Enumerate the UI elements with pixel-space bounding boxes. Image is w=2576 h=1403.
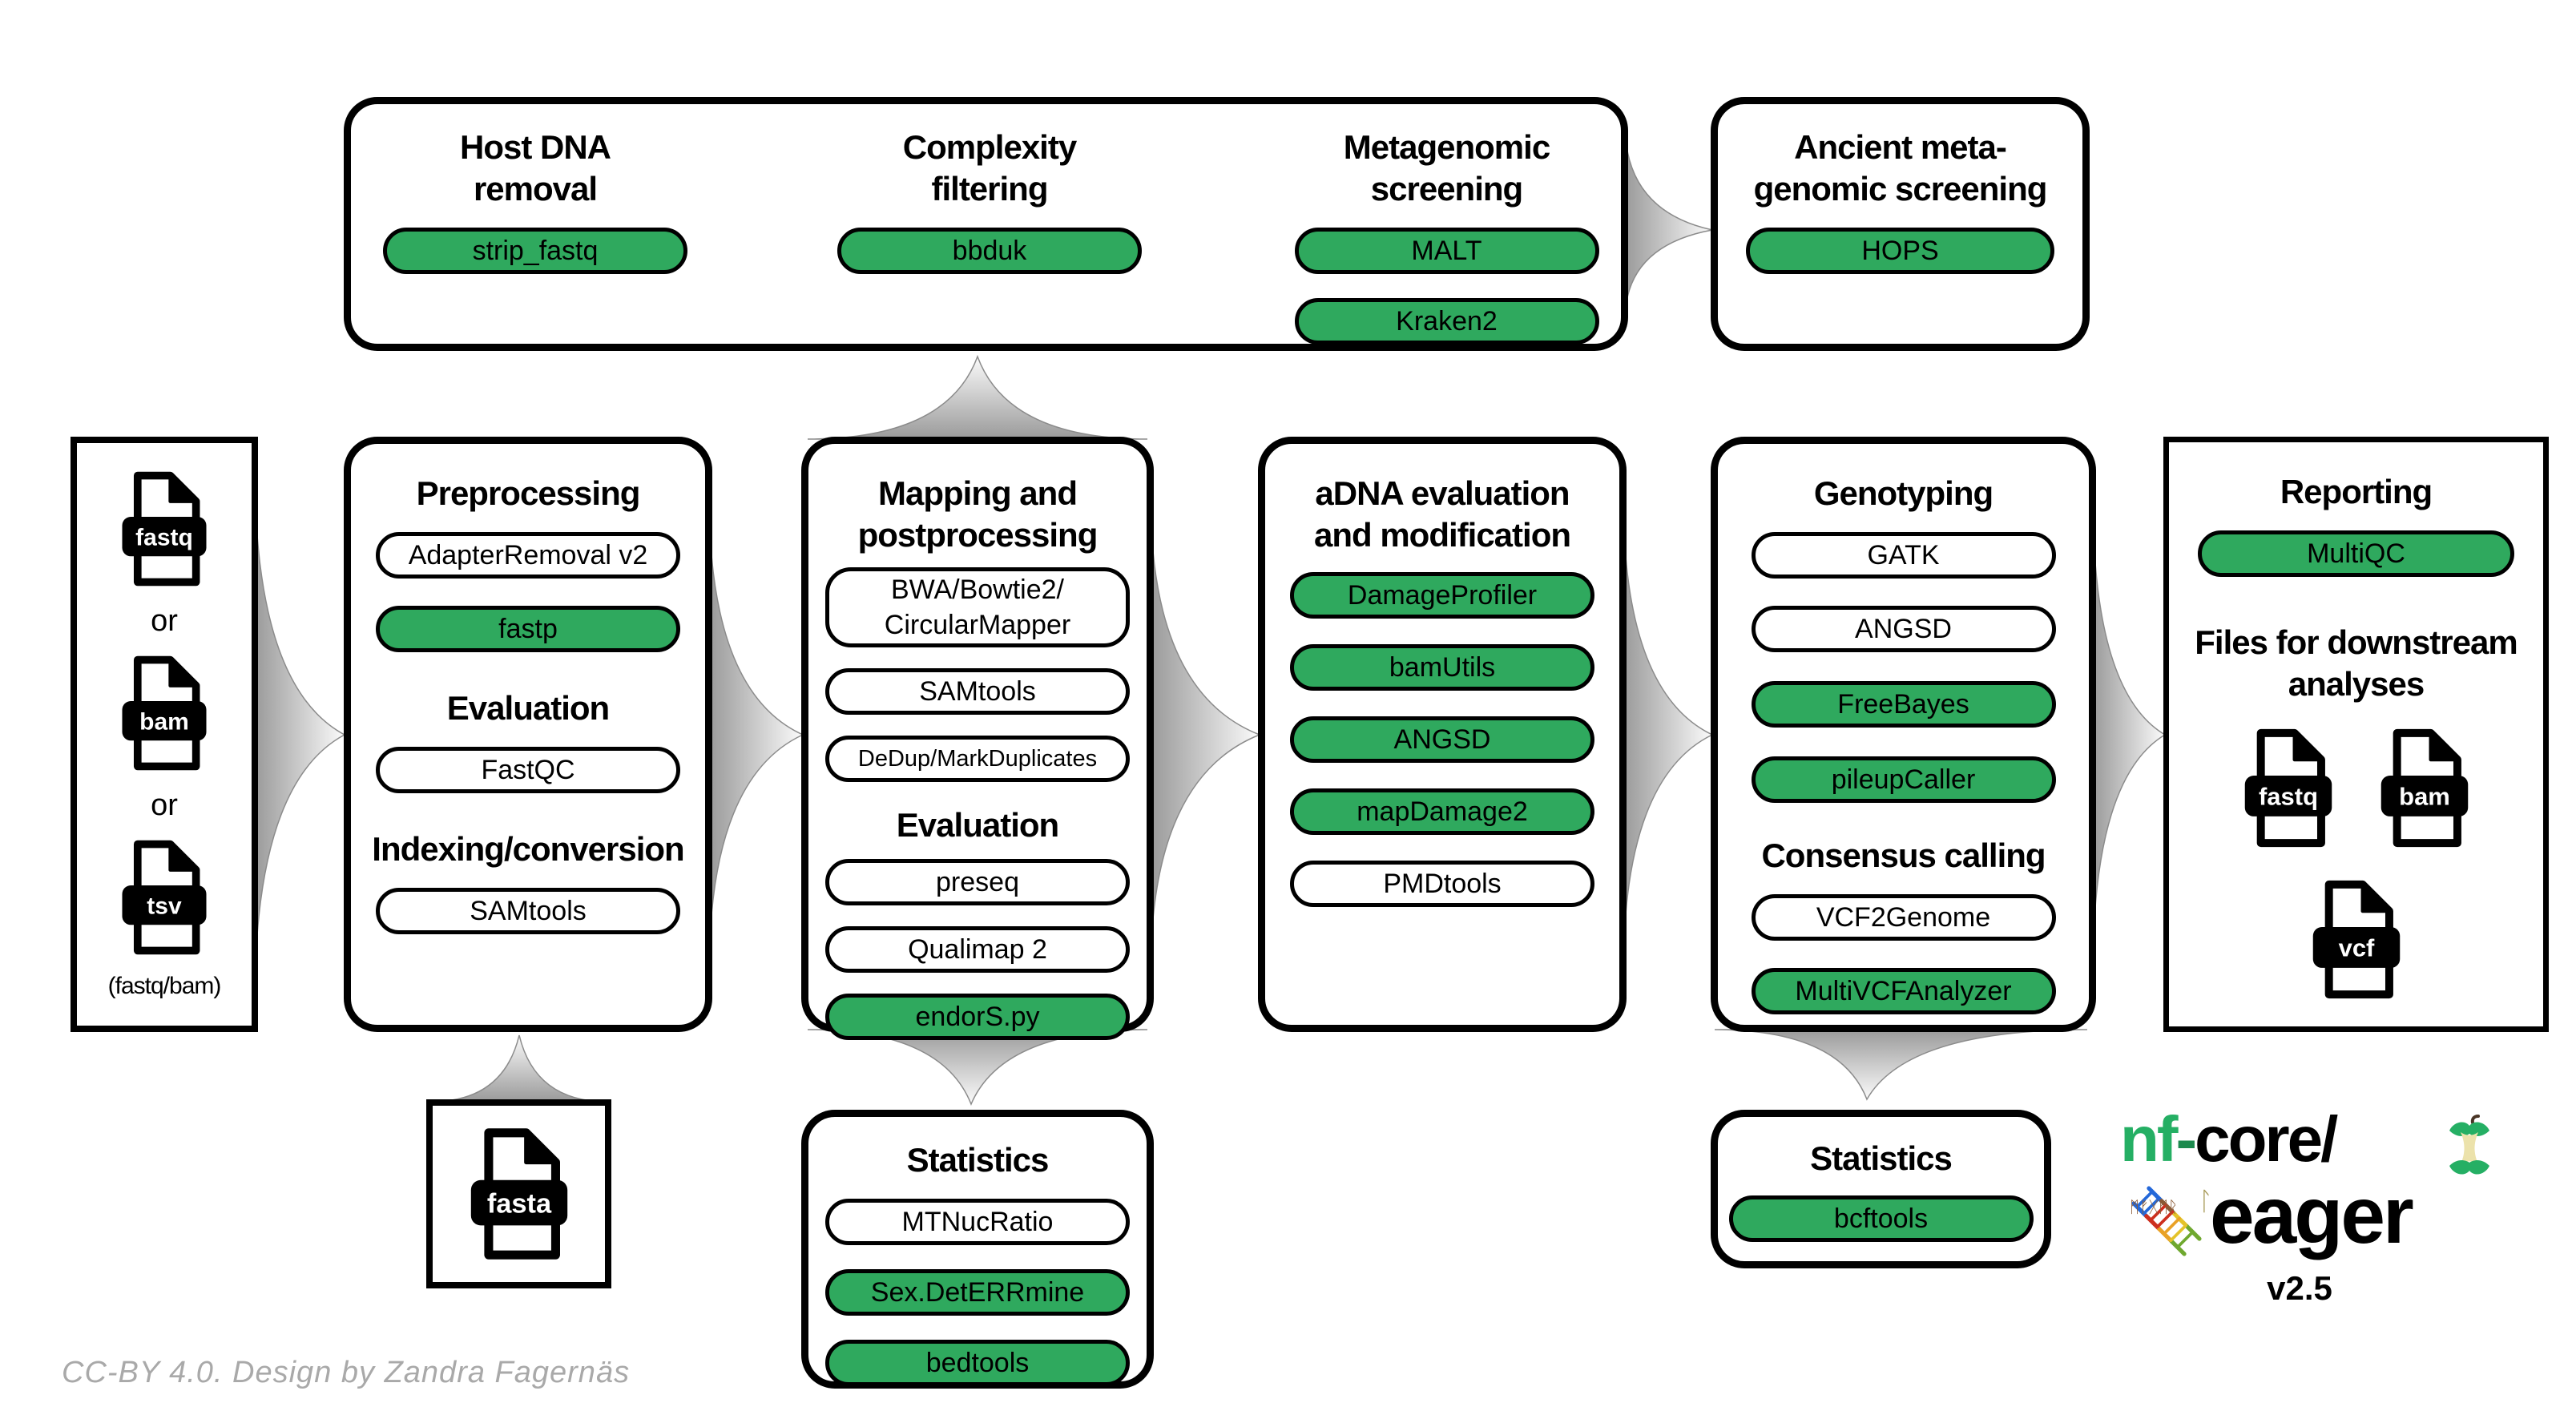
input-files-box: fastq or bam or tsv (fastq/bam) — [71, 437, 258, 1032]
genotyping-title: Genotyping — [1813, 474, 1993, 512]
fastq-file-icon: fastq — [122, 472, 207, 587]
or-label: or — [151, 603, 178, 638]
fasta-file-icon: fasta — [470, 1128, 567, 1260]
complexity-filtering-title: Complexity filtering — [902, 128, 1077, 208]
complexity-filtering-section: Complexity filtering bbduk — [825, 127, 1154, 274]
tool-pill-bcftools: bcftools — [1728, 1195, 2034, 1242]
tool-pill-fastqc: FastQC — [376, 747, 680, 793]
tool-pill-qualimap2: Qualimap 2 — [825, 926, 1130, 973]
tool-pill-malt: MALT — [1294, 228, 1599, 274]
connector-preprocessing-to-mapping — [708, 496, 804, 974]
tool-pill-mtnucratio: MTNucRatio — [825, 1199, 1130, 1245]
bam-file-icon: bam — [122, 656, 207, 771]
connector-fasta-to-preprocessing — [430, 1034, 608, 1103]
connector-genotyping-to-reporting — [2092, 496, 2167, 974]
tool-pill-multiqc: MultiQC — [2198, 530, 2514, 577]
tool-pill-bbduk: bbduk — [837, 228, 1142, 274]
tool-pill-adapterremoval: AdapterRemoval v2 — [376, 532, 680, 579]
host-dna-removal-title: Host DNA removal — [460, 128, 611, 208]
tool-pill-freebayes: FreeBayes — [1751, 681, 2056, 728]
statistics-title: Statistics — [1810, 1139, 1953, 1177]
tool-pill-bwa-bowtie2-circularmapper: BWA/Bowtie2/ CircularMapper — [825, 567, 1130, 647]
connector-adna-to-genotyping — [1623, 496, 1714, 974]
tool-pill-gatk: GATK — [1751, 532, 2056, 579]
tool-pill-bedtools: bedtools — [825, 1340, 1130, 1386]
mapping-box: Mapping and postprocessing BWA/Bowtie2/ … — [801, 437, 1154, 1040]
tool-pill-sex-deterrmine: Sex.DetERRmine — [825, 1269, 1130, 1316]
tsv-file-icon: tsv — [122, 840, 207, 955]
eager-wordmark: eager — [2210, 1171, 2414, 1260]
metagenomic-screening-title: Metagenomic screening — [1343, 128, 1550, 208]
connector-mapping-to-statistics — [807, 1029, 1148, 1106]
or-label: or — [151, 788, 178, 822]
evaluation-subtitle: Evaluation — [896, 806, 1059, 844]
tool-pill-endors-py: endorS.py — [825, 994, 1130, 1040]
indexing-conversion-subtitle: Indexing/conversion — [372, 830, 684, 868]
tool-pill-multivcfanalyzer: MultiVCFAnalyzer — [1751, 968, 2056, 1014]
nf-core-wordmark: nf-core/ — [2120, 1103, 2338, 1175]
preprocessing-box: Preprocessing AdapterRemoval v2 fastp Ev… — [344, 437, 712, 1032]
mapping-title: Mapping and postprocessing — [857, 474, 1099, 554]
reporting-box: Reporting MultiQC Files for downstream a… — [2163, 437, 2549, 1032]
nf-core-eager-logo: nf-core/ — [2083, 1090, 2576, 1322]
adna-evaluation-box: aDNA evaluation and modification DamageP… — [1258, 437, 1627, 1032]
rune-text-right: ᛚ — [2198, 1186, 2214, 1216]
statistics-genotyping-box: Statistics bcftools — [1711, 1110, 2051, 1268]
downstream-files-row: vcf — [2169, 877, 2543, 1002]
connector-genotyping-to-statistics — [1714, 1029, 2088, 1101]
fastq-file-label: fastq — [135, 525, 193, 551]
tool-pill-fastp: fastp — [376, 606, 680, 652]
apple-core-icon — [2449, 1115, 2489, 1175]
reporting-title: Reporting — [2280, 473, 2433, 510]
genotyping-box: Genotyping GATK ANGSD FreeBayes pileupCa… — [1711, 437, 2096, 1032]
tool-pill-samtools-mapping: SAMtools — [825, 668, 1130, 715]
preprocessing-title: Preprocessing — [416, 474, 641, 512]
ancient-metagenomic-screening-box: Ancient meta- genomic screening HOPS — [1711, 97, 2090, 351]
connector-mapping-to-adna — [1150, 496, 1262, 974]
fasta-file-label: fasta — [486, 1188, 551, 1219]
tool-pill-angsd-adna: ANGSD — [1290, 716, 1594, 763]
evaluation-subtitle: Evaluation — [446, 689, 610, 727]
statistics-title: Statistics — [906, 1141, 1050, 1179]
tool-pill-kraken2: Kraken2 — [1294, 298, 1599, 345]
ancient-metagenomic-screening-title: Ancient meta- genomic screening — [1753, 128, 2048, 208]
tool-pill-hops: HOPS — [1746, 228, 2054, 274]
tool-pill-bamutils: bamUtils — [1290, 644, 1594, 691]
tool-pill-damageprofiler: DamageProfiler — [1290, 572, 1594, 619]
tool-pill-preseq: preseq — [825, 859, 1130, 905]
metagenomic-screening-section: Metagenomic screening MALT Kraken2 — [1276, 127, 1617, 345]
adna-evaluation-title: aDNA evaluation and modification — [1314, 474, 1571, 554]
files-downstream-subtitle: Files for downstream analyses — [2195, 623, 2518, 703]
tool-pill-mapdamage2: mapDamage2 — [1290, 788, 1594, 835]
tool-pill-dedup-markduplicates: DeDup/MarkDuplicates — [825, 736, 1130, 782]
tool-pill-angsd-genotyping: ANGSD — [1751, 606, 2056, 652]
screening-box: Host DNA removal strip_fastq Complexity … — [344, 97, 1628, 351]
fasta-reference-box: fasta — [426, 1099, 611, 1288]
version-label: v2.5 — [2267, 1269, 2332, 1307]
connector-input-to-preprocessing — [254, 468, 346, 1002]
tool-pill-pileupcaller: pileupCaller — [1751, 756, 2056, 803]
host-dna-removal-section: Host DNA removal strip_fastq — [375, 127, 695, 274]
input-caption: (fastq/bam) — [107, 972, 222, 999]
vcf-file-icon: vcf — [2312, 880, 2400, 999]
tsv-file-label: tsv — [147, 893, 182, 919]
consensus-calling-subtitle: Consensus calling — [1761, 837, 2046, 874]
tool-pill-pmdtools: PMDtools — [1290, 861, 1594, 907]
bam-file-icon: bam — [2380, 728, 2468, 848]
connector-metagenomic-to-ancient — [1624, 123, 1713, 321]
license-credit-text: CC-BY 4.0. Design by Zandra Fagernäs — [62, 1356, 631, 1389]
tool-pill-vcf2genome: VCF2Genome — [1751, 894, 2056, 941]
connector-mapping-to-screening — [807, 354, 1148, 440]
rune-text-left: ᛗᚠᚷᛗᚱ — [2130, 1197, 2178, 1216]
bam-file-label: bam — [2399, 783, 2450, 811]
tool-pill-samtools-preprocessing: SAMtools — [376, 888, 680, 934]
downstream-files-row: fastq bam — [2169, 726, 2543, 850]
bam-file-label: bam — [139, 709, 189, 736]
dna-helix-icon — [2131, 1186, 2202, 1256]
fastq-file-icon: fastq — [2244, 728, 2332, 848]
fastq-file-label: fastq — [2258, 783, 2317, 811]
tool-pill-strip-fastq: strip_fastq — [383, 228, 687, 274]
vcf-file-label: vcf — [2338, 934, 2374, 962]
statistics-mapping-box: Statistics MTNucRatio Sex.DetERRmine bed… — [801, 1110, 1154, 1389]
